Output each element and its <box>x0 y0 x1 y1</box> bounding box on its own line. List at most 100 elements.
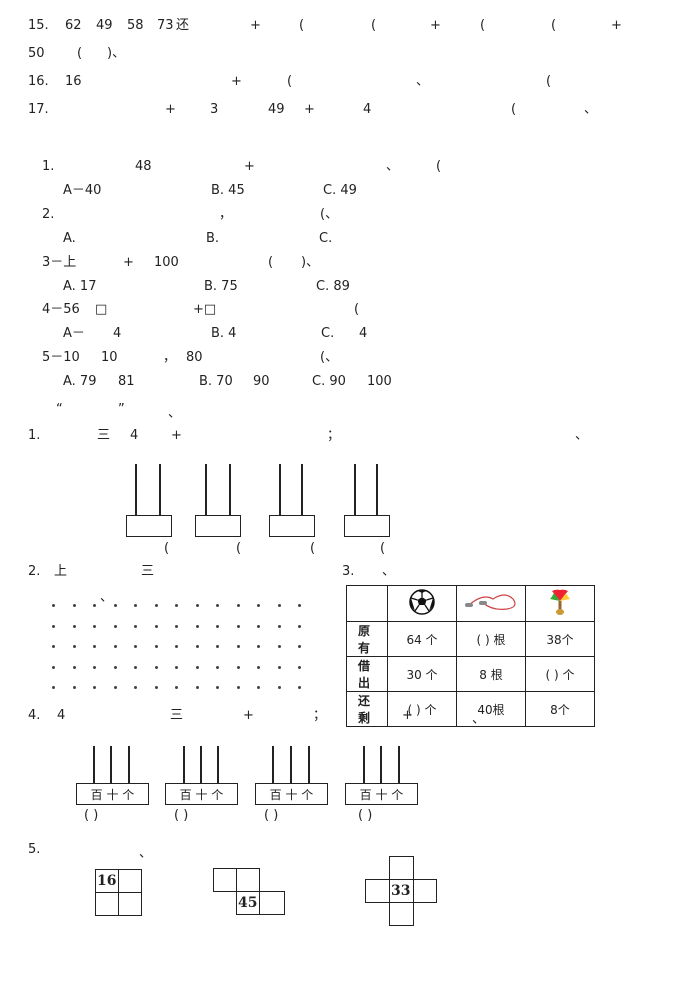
grid-dot <box>236 624 240 628</box>
grid-dot <box>93 645 96 648</box>
option-b[interactable]: B. 4 <box>211 326 237 341</box>
semicolon: ； <box>327 428 341 443</box>
option-b[interactable]: B. 75 <box>204 279 238 294</box>
grid-dot <box>195 686 199 689</box>
grid-dot <box>134 604 137 607</box>
grid-cell[interactable] <box>236 868 260 892</box>
grid-dot <box>52 686 55 689</box>
grid-dot <box>175 686 178 689</box>
grid-cell[interactable] <box>389 902 414 926</box>
problem-text: 三 <box>141 564 155 579</box>
paren: ( <box>287 74 293 89</box>
table-cell: 40根 <box>456 691 526 727</box>
table-cell: 8 根 <box>456 656 526 692</box>
abacus-rod <box>290 746 292 784</box>
abacus <box>126 464 172 538</box>
choice-number: 2. <box>42 207 55 222</box>
paren: ( <box>268 255 274 270</box>
abacus-base <box>195 515 241 537</box>
grid-cell[interactable] <box>365 879 390 903</box>
dot-grid[interactable] <box>52 604 312 696</box>
abacus-base: 百 十 个 <box>76 783 149 805</box>
option-b-value: 90 <box>253 374 270 389</box>
grid-dot <box>113 686 117 689</box>
answer-paren[interactable]: ( <box>164 541 170 556</box>
grid-cell[interactable] <box>413 879 437 903</box>
answer-paren[interactable]: ( ) <box>358 808 373 823</box>
grid-cell[interactable] <box>118 892 142 916</box>
abacus-rod <box>205 464 207 516</box>
q15-num: 49 <box>96 18 113 33</box>
grid-cell[interactable] <box>389 856 414 880</box>
option-b[interactable]: B. 70 <box>199 374 233 389</box>
paren: (、 <box>320 207 339 222</box>
paren: ( <box>371 18 377 33</box>
option-a[interactable]: A. 17 <box>63 279 97 294</box>
grid-dot <box>236 686 240 689</box>
q16-number: 16. <box>28 74 49 89</box>
number-grid: 16 <box>95 869 143 917</box>
plus-sign: + <box>171 428 182 443</box>
comma: 、 <box>382 564 396 579</box>
option-c[interactable]: C. 49 <box>323 183 357 198</box>
number-grid: 33 <box>365 856 439 928</box>
grid-dot <box>72 624 76 628</box>
grid-dot <box>113 624 117 628</box>
answer-paren[interactable]: ( <box>380 541 386 556</box>
plus-sign: + <box>244 159 255 174</box>
option-c[interactable]: C. 90 <box>312 374 346 389</box>
answer-paren[interactable]: ( <box>310 541 316 556</box>
plus-sign: + <box>231 74 242 89</box>
abacus-rod <box>200 746 202 784</box>
option-c[interactable]: C. <box>319 231 333 246</box>
place-labels: 百 十 个 <box>359 788 404 802</box>
place-value-abacus: 百 十 个 <box>345 746 419 806</box>
place-value-abacus: 百 十 个 <box>255 746 329 806</box>
grid-dot <box>154 624 158 628</box>
option-a[interactable]: A. <box>63 231 76 246</box>
abacus-base <box>344 515 390 537</box>
q17-number: 17. <box>28 102 49 117</box>
option-b[interactable]: B. 45 <box>211 183 245 198</box>
choice-number: 3－上 <box>42 255 77 270</box>
answer-paren[interactable]: ( ) <box>174 808 189 823</box>
grid-dot <box>113 665 117 669</box>
option-c[interactable]: C. 89 <box>316 279 350 294</box>
option-a[interactable]: A－ <box>63 326 85 341</box>
comma: ， <box>163 350 177 365</box>
grid-cell[interactable] <box>213 868 237 892</box>
answer-paren[interactable]: ( <box>236 541 242 556</box>
plus-sign: + <box>250 18 261 33</box>
grid-dot <box>93 624 96 628</box>
grid-dot <box>52 645 55 648</box>
option-a[interactable]: A－40 <box>63 183 102 198</box>
answer-paren[interactable]: ( ) <box>264 808 279 823</box>
option-a[interactable]: A. 79 <box>63 374 97 389</box>
grid-dot <box>72 686 76 689</box>
table-cell: 38个 <box>525 621 595 657</box>
plus-sign: + <box>402 708 413 723</box>
abacus-base: 百 十 个 <box>345 783 418 805</box>
abacus-rod <box>376 464 378 516</box>
problem-number: 3. <box>342 564 355 579</box>
place-value-abacus: 百 十 个 <box>76 746 150 806</box>
option-b[interactable]: B. <box>206 231 220 246</box>
q15-num: 58 <box>127 18 144 33</box>
choice-num: 100 <box>154 255 179 270</box>
option-a-value: 4 <box>113 326 122 341</box>
table-cell[interactable]: ( ) 根 <box>456 621 526 657</box>
place-labels: 百 十 个 <box>90 788 135 802</box>
abacus-rod <box>279 464 281 516</box>
place-labels: 百 十 个 <box>269 788 314 802</box>
table-cell[interactable]: ( ) 个 <box>387 691 457 727</box>
choice-num: 80 <box>186 350 203 365</box>
abacus-rod <box>183 746 185 784</box>
table-cell[interactable]: ( ) 个 <box>525 656 595 692</box>
grid-cell[interactable] <box>95 892 119 916</box>
option-c[interactable]: C. <box>321 326 335 341</box>
grid-cell[interactable] <box>118 869 142 893</box>
answer-paren[interactable]: ( ) <box>84 808 99 823</box>
problem-text: 上 <box>54 564 68 579</box>
grid-cell[interactable] <box>259 891 285 915</box>
number-grid: 45 <box>213 868 287 916</box>
